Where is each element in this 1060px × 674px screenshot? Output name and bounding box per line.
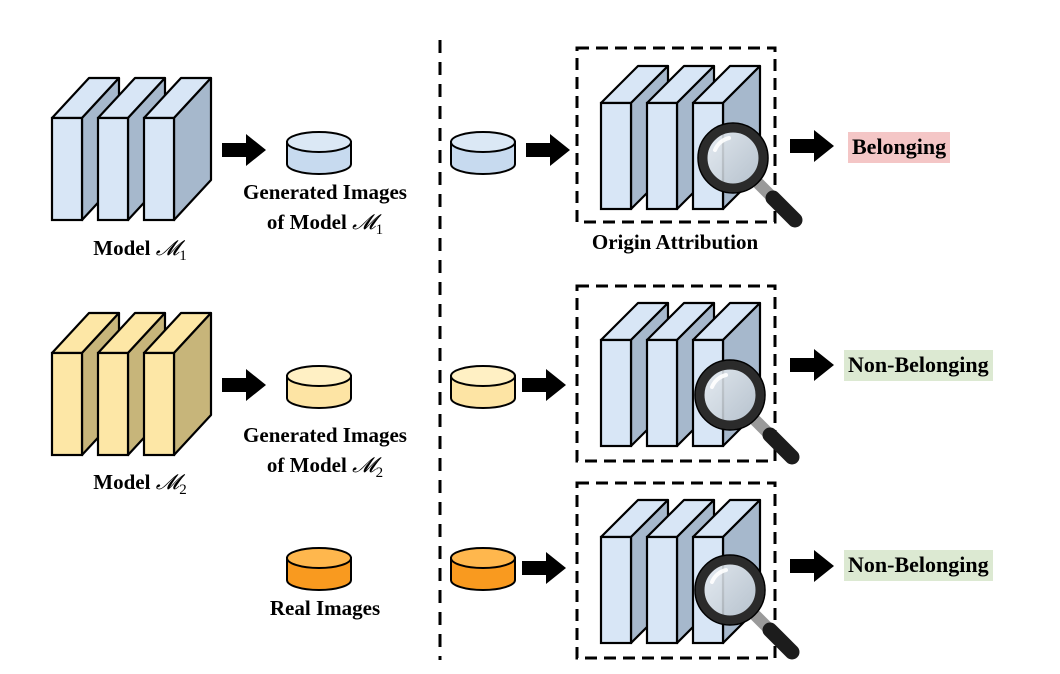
generated-images-1-subscript: 1	[375, 222, 384, 239]
generated-images-1-text: Generated Images	[243, 180, 407, 204]
disk-icon-generated-1	[286, 131, 352, 175]
generated-images-1-symbol: 𝓜	[352, 210, 376, 234]
origin-attribution-label: Origin Attribution	[592, 232, 758, 253]
generated-images-1-label-line2: of Model 𝓜1	[267, 212, 383, 238]
arrow-icon-row1-to-attribution	[526, 134, 570, 166]
disk-icon-generated-2	[286, 365, 352, 409]
magnifier-icon-1	[697, 122, 803, 228]
origin-attribution-text: Origin Attribution	[591, 230, 759, 254]
model-2-subscript: 2	[179, 482, 187, 499]
model-2-symbol: 𝓜	[155, 470, 180, 494]
generated-images-2-of-model: of Model	[266, 453, 347, 477]
model-1-subscript: 1	[179, 248, 187, 265]
real-images-text: Real Images	[269, 596, 381, 620]
attribution-box-2	[575, 284, 777, 463]
generated-images-1-of-model: of Model	[266, 210, 347, 234]
result-non-belonging-badge-2: Non-Belonging	[844, 550, 993, 581]
arrow-icon-row3-to-attribution	[522, 552, 566, 584]
model-2-blocks-icon	[50, 311, 213, 457]
generated-images-2-label-line2: of Model 𝓜2	[267, 455, 383, 481]
generated-images-2-label-line1: Generated Images	[243, 425, 407, 446]
arrow-icon-row2-to-result	[790, 349, 834, 381]
disk-icon-input-2	[450, 365, 516, 409]
result-non-belonging-badge-1: Non-Belonging	[844, 350, 993, 381]
generated-images-2-symbol: 𝓜	[352, 453, 376, 477]
arrow-icon-model1-to-images	[222, 134, 266, 166]
generated-images-2-text: Generated Images	[243, 423, 407, 447]
arrow-icon-row3-to-result	[790, 550, 834, 582]
generated-images-2-subscript: 2	[375, 465, 384, 482]
attribution-box-3	[575, 481, 777, 660]
model-1-label: Model 𝓜1	[93, 238, 186, 264]
result-belonging-badge: Belonging	[848, 132, 951, 163]
arrow-icon-row1-to-result	[790, 130, 834, 162]
model-1-label-text: Model	[93, 236, 151, 260]
disk-icon-input-1	[450, 131, 516, 175]
real-images-label: Real Images	[270, 598, 380, 619]
model-2-label: Model 𝓜2	[93, 472, 186, 498]
magnifier-icon-2	[694, 359, 800, 465]
model-1-blocks-icon	[50, 76, 213, 222]
disk-icon-input-3	[450, 547, 516, 591]
model-2-label-text: Model	[93, 470, 151, 494]
magnifier-icon-3	[694, 554, 800, 660]
attribution-box-1	[575, 46, 777, 224]
model-1-symbol: 𝓜	[155, 236, 180, 260]
model-1-slab-3	[142, 76, 213, 222]
model-2-slab-3	[142, 311, 213, 457]
disk-icon-real	[286, 547, 352, 591]
generated-images-1-label-line1: Generated Images	[243, 182, 407, 203]
arrow-icon-row2-to-attribution	[522, 369, 566, 401]
arrow-icon-model2-to-images	[222, 369, 266, 401]
